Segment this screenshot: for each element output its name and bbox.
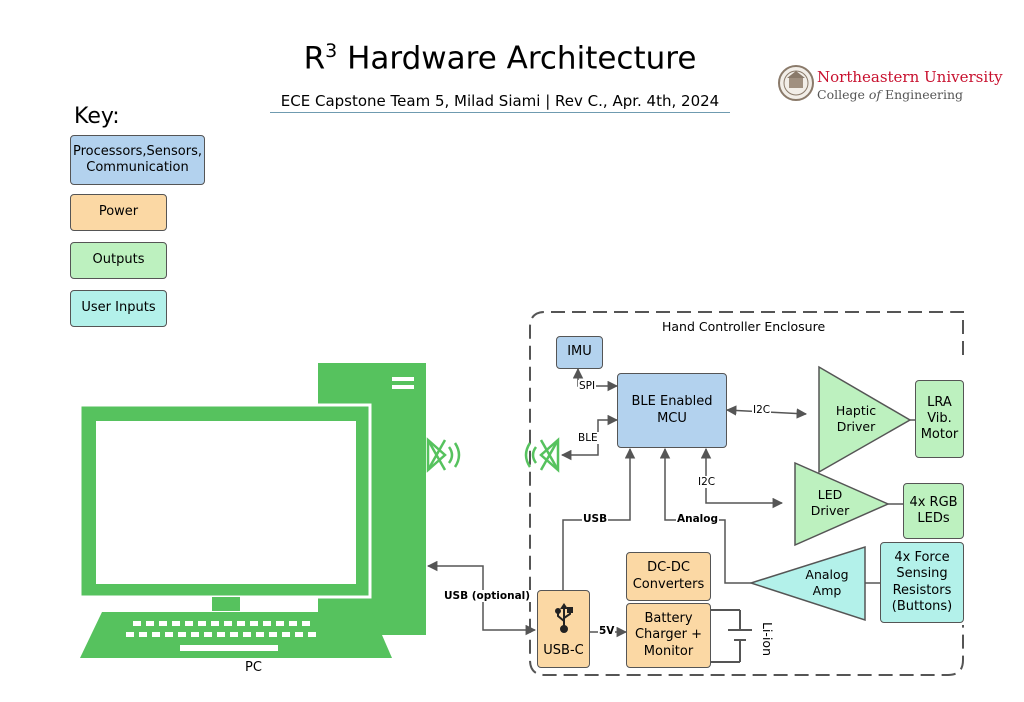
page-title: R3 Hardware Architecture (303, 40, 697, 77)
rgb-leds-block: 4x RGB LEDs (903, 483, 964, 539)
university-name: Northeastern University (817, 68, 1003, 86)
page-subtitle: ECE Capstone Team 5, Milad Siami | Rev C… (270, 92, 730, 113)
usb-label: USB (582, 513, 609, 525)
charger-block: Battery Charger + Monitor (626, 603, 711, 668)
enclosure-label: Hand Controller Enclosure (662, 319, 826, 334)
battery-icon (710, 609, 752, 663)
enclosure-outline (529, 310, 964, 676)
usb-optional-label: USB (optional) (443, 590, 532, 602)
key-power: Power (70, 194, 167, 231)
pc-label: PC (245, 660, 262, 675)
analog-link (659, 447, 751, 584)
i2c-led-link (700, 447, 784, 509)
key-processors: Processors,Sensors, Communication (70, 135, 205, 185)
dcdc-block: DC-DC Converters (626, 552, 711, 601)
pc-antenna-icon (426, 437, 461, 473)
led-driver-triangle (794, 461, 890, 547)
usbc-label: USB-C (543, 642, 584, 658)
lra-motor-block: LRA Vib. Motor (915, 380, 964, 458)
five-v-label: 5V (598, 625, 616, 637)
i2c-haptic-label: I2C (752, 404, 772, 416)
ble-label: BLE (577, 432, 599, 444)
pc-monitor-icon (78, 403, 372, 611)
usb-icon (554, 602, 573, 633)
imu-block: IMU (556, 336, 603, 369)
haptic-driver-label: Haptic Driver (835, 403, 877, 434)
key-title: Key: (74, 104, 120, 129)
spi-label: SPI (578, 380, 597, 392)
mcu-antenna-icon (524, 437, 560, 473)
battery-label: Li-ion (760, 622, 775, 656)
haptic-driver-triangle (818, 365, 912, 474)
usbc-block: USB-C (537, 590, 590, 668)
college-name: College of Engineering (817, 87, 964, 102)
led-driver-label: LED Driver (810, 487, 850, 518)
key-outputs: Outputs (70, 242, 167, 279)
mcu-block: BLE Enabled MCU (617, 373, 727, 448)
i2c-led-label: I2C (697, 476, 717, 488)
analog-label: Analog (676, 513, 720, 525)
pc-keyboard-icon (80, 612, 392, 658)
fsr-block: 4x Force Sensing Resistors (Buttons) (880, 542, 964, 623)
analog-amp-label: Analog Amp (805, 567, 849, 598)
key-user-inputs: User Inputs (70, 290, 167, 327)
